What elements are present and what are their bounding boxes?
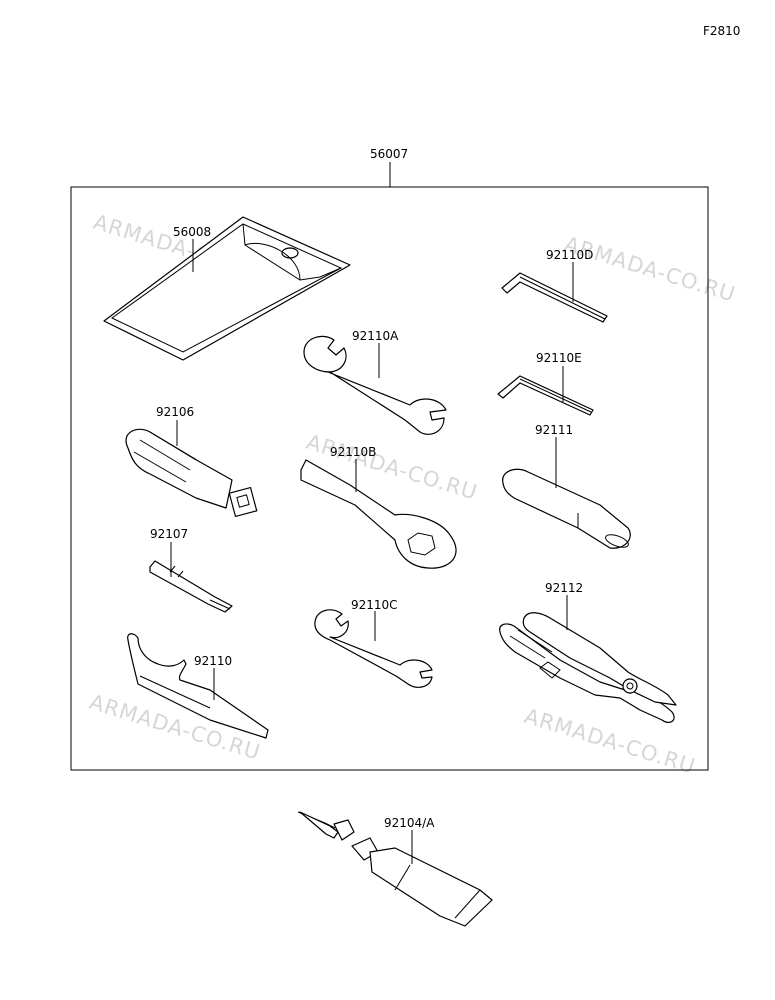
pliers-icon[interactable] bbox=[499, 612, 677, 724]
label-hex-d: 92110D bbox=[546, 248, 593, 262]
label-wrench-c: 92110C bbox=[351, 598, 398, 612]
figure-code: F2810 bbox=[703, 24, 740, 38]
driver-handle-icon[interactable] bbox=[125, 428, 258, 518]
label-wrench-b: 92110B bbox=[330, 445, 376, 459]
label-wrench-a: 92110A bbox=[352, 329, 399, 343]
label-pouch: 56008 bbox=[173, 225, 211, 239]
wrench-c-icon[interactable] bbox=[314, 609, 433, 688]
wrench-b-icon[interactable] bbox=[300, 459, 457, 569]
wrench-a-icon[interactable] bbox=[303, 335, 447, 435]
label-driver-handle: 92106 bbox=[156, 405, 194, 419]
label-pliers: 92112 bbox=[545, 581, 583, 595]
hook-spanner-icon[interactable] bbox=[127, 633, 269, 739]
watermark: ARMADA-CO.RU bbox=[562, 232, 739, 307]
label-bit: 92107 bbox=[150, 527, 188, 541]
label-kit: 56007 bbox=[370, 147, 408, 161]
label-grease: 92104/A bbox=[384, 816, 435, 830]
extension-bar-icon[interactable] bbox=[502, 468, 631, 550]
label-hex-e: 92110E bbox=[536, 351, 582, 365]
hex-key-small-icon[interactable] bbox=[497, 375, 594, 416]
label-bar: 92111 bbox=[535, 423, 573, 437]
tool-pouch-icon[interactable] bbox=[103, 216, 351, 361]
screwdriver-bit-icon[interactable] bbox=[149, 560, 233, 613]
grease-tube-icon[interactable] bbox=[297, 811, 493, 927]
hex-key-large-icon[interactable] bbox=[501, 272, 608, 323]
label-spanner: 92110 bbox=[194, 654, 232, 668]
